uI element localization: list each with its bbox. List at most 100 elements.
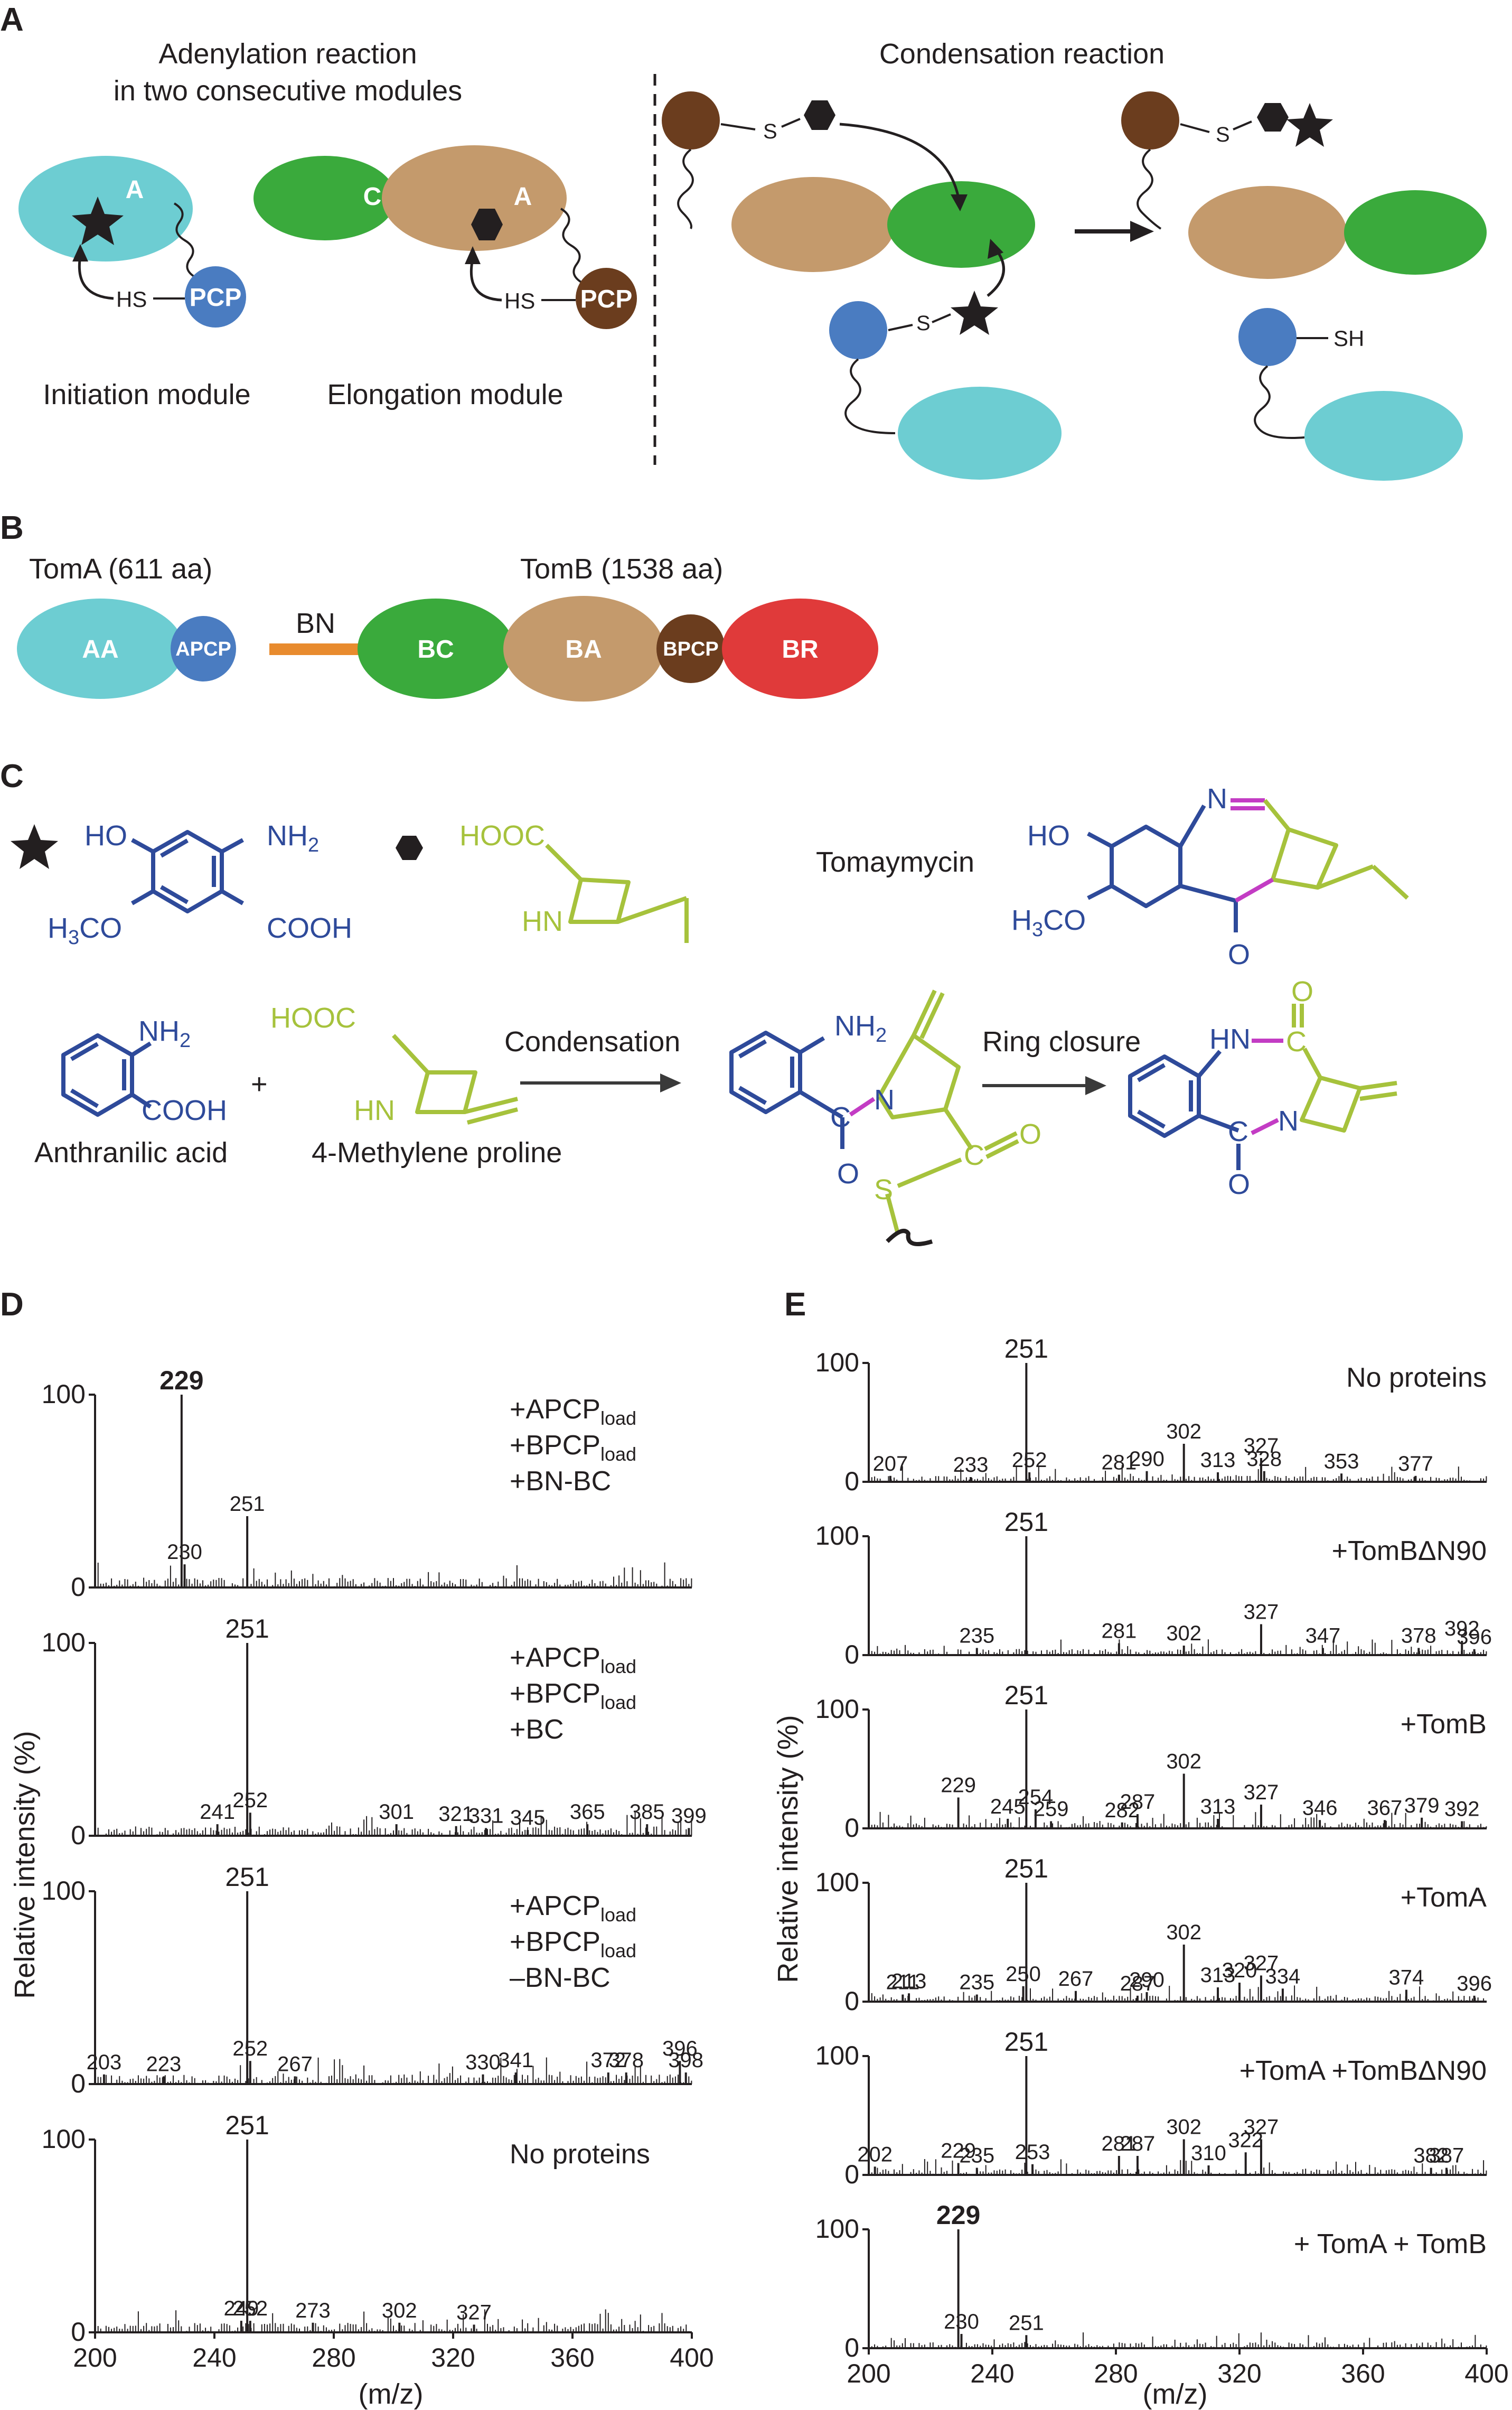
panel-a: A Adenylation reaction in two consecutiv… [0, 2, 1487, 481]
y-tick-label-100: 100 [815, 1521, 859, 1550]
s-bond-bottom-2 [888, 324, 913, 331]
condensation-before: S S [662, 91, 1062, 480]
y-tick-label-100: 100 [815, 1694, 859, 1724]
a-domain-label: A [126, 176, 144, 204]
linker-squiggle-3 [677, 148, 694, 229]
aa-domain-label: AA [82, 636, 118, 664]
peak-label-251: 251 [1004, 2027, 1048, 2057]
pcp-domain-label: PCP [190, 284, 242, 312]
peak-label-281: 281 [1101, 1451, 1137, 1474]
hexagon-legend-icon [396, 836, 423, 860]
peak-label-229: 229 [941, 1774, 976, 1797]
s-label-3: S [1216, 123, 1230, 146]
peak-label-229: 229 [941, 2140, 976, 2163]
y-tick-label-100: 100 [42, 1379, 86, 1409]
peak-label-347: 347 [1306, 1624, 1341, 1648]
peak-label-372: 372 [590, 2049, 626, 2072]
pcp-domain-2 [576, 268, 637, 329]
blue-pcp [829, 301, 887, 359]
peak-label-378: 378 [608, 2049, 644, 2072]
ba-domain [503, 596, 664, 702]
linker-squiggle-4 [844, 358, 896, 434]
peak-label-346: 346 [1302, 1796, 1338, 1819]
peak-label-287: 287 [1120, 1972, 1156, 1995]
peak-label-223: 223 [146, 2052, 182, 2076]
peak-label-331: 331 [468, 1804, 504, 1827]
spectrum-annotation-line-1: +BPCPload [510, 1927, 636, 1961]
peak-label-365: 365 [570, 1800, 605, 1824]
peak-label-396: 396 [1457, 1626, 1492, 1649]
peak-label-273: 273 [295, 2299, 331, 2322]
peak-label-385: 385 [630, 1800, 665, 1824]
y-tick-label-0: 0 [71, 2069, 86, 2098]
intermediate-n-label: N [874, 1084, 895, 1116]
peak-label-287: 287 [1120, 2132, 1156, 2155]
product-c-label: C [1286, 1026, 1307, 1058]
x-tick-label-400: 400 [670, 2343, 713, 2372]
spectrum-annotation: No proteins [510, 2139, 650, 2170]
x-tick-label-400: 400 [1464, 2359, 1508, 2388]
peak-label-281: 281 [1101, 2132, 1137, 2155]
y-tick-label-0: 0 [71, 1820, 86, 1850]
product-hn-label: HN [1209, 1023, 1251, 1055]
apcp-domain-label: APCP [175, 638, 231, 660]
y-tick-label-100: 100 [815, 2214, 859, 2244]
y-tick-label-0: 0 [844, 2333, 859, 2362]
pcp-domain-2-label: PCP [580, 285, 633, 313]
tomaymycin-label: Tomaymycin [816, 846, 974, 878]
a-domain-cond [731, 177, 895, 272]
panel-e-xlabel: (m/z) [1143, 2378, 1208, 2410]
peak-label-290: 290 [1129, 1447, 1164, 1471]
peak-label-253: 253 [1015, 2141, 1050, 2164]
noise-baseline [871, 1465, 1487, 1482]
noise-baseline [871, 2159, 1487, 2175]
s-label-2: S [916, 312, 931, 335]
hs-label: HS [116, 287, 147, 312]
peak-label-251: 251 [1004, 1854, 1048, 1883]
intermediate-c-label: C [830, 1101, 851, 1133]
x-tick-label-200: 200 [847, 2359, 890, 2388]
bpcp-domain-label: BPCP [663, 638, 719, 660]
peak-label-249: 249 [223, 2297, 259, 2320]
peak-label-202: 202 [857, 2143, 893, 2166]
peak-label-267: 267 [1058, 1967, 1094, 1991]
a-domain-elongation-label: A [514, 183, 532, 211]
condensation-label: Condensation [504, 1026, 680, 1058]
peak-label-233: 233 [953, 1453, 989, 1477]
brown-pcp [662, 91, 720, 150]
peak-label-321: 321 [438, 1802, 474, 1826]
peak-label-290: 290 [1129, 1968, 1164, 1992]
star-icon [72, 197, 124, 245]
adenylation-title-line2: in two consecutive modules [114, 75, 462, 107]
a-domain [18, 156, 193, 261]
spectrum-annotation-line-1: +BPCPload [510, 1678, 636, 1713]
y-tick-label-0: 0 [71, 1572, 86, 1602]
arrow-head-icon-4 [988, 239, 1003, 259]
peak-label-327: 327 [1244, 1434, 1279, 1458]
spectrum-annotation-line-1: +BPCPload [510, 1430, 636, 1465]
y-tick-label-0: 0 [844, 1640, 859, 1669]
condensed-intermediate-structure [729, 989, 1019, 1235]
peak-label-313: 313 [1200, 1449, 1236, 1472]
x-tick-label-360: 360 [1341, 2359, 1385, 2388]
peak-label-392: 392 [1444, 1798, 1480, 1821]
spectrum-annotation-line-2: –BN-BC [510, 1963, 611, 1993]
peak-label-313: 313 [1200, 1964, 1236, 1987]
peak-label-367: 367 [1367, 1796, 1403, 1819]
hs-label-2: HS [504, 288, 535, 313]
anthranilic-acid-structure [61, 1033, 152, 1117]
peak-label-287: 287 [1120, 1790, 1156, 1814]
a-domain-cyan [898, 387, 1062, 480]
panel-letter-c: C [0, 758, 24, 795]
x-tick-label-360: 360 [550, 2343, 594, 2372]
s-bond-bottom [932, 313, 951, 323]
peak-label-334: 334 [1265, 1965, 1301, 1988]
y-tick-label-100: 100 [815, 2041, 859, 2070]
peak-label-251: 251 [1004, 1680, 1048, 1710]
peak-label-378: 378 [1401, 1624, 1436, 1648]
peak-label-252: 252 [232, 1789, 268, 1812]
hexagon-icon-2 [804, 100, 835, 130]
spectrum-annotation-line-0: +APCPload [510, 1642, 636, 1677]
